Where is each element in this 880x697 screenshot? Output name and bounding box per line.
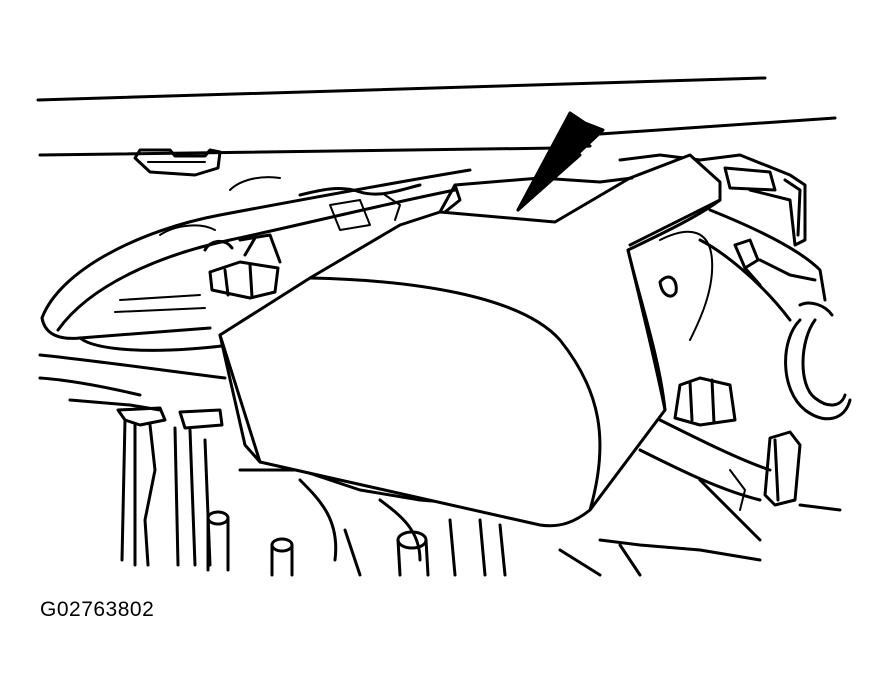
background-parts-right [558,153,852,577]
component-cover-illustration [36,76,852,577]
background-parts-left [38,148,507,577]
main-cover [218,153,722,528]
arrow-icon [516,111,605,212]
figure-code: G02763802 [40,598,155,621]
dashboard-panel-edges [36,76,837,157]
